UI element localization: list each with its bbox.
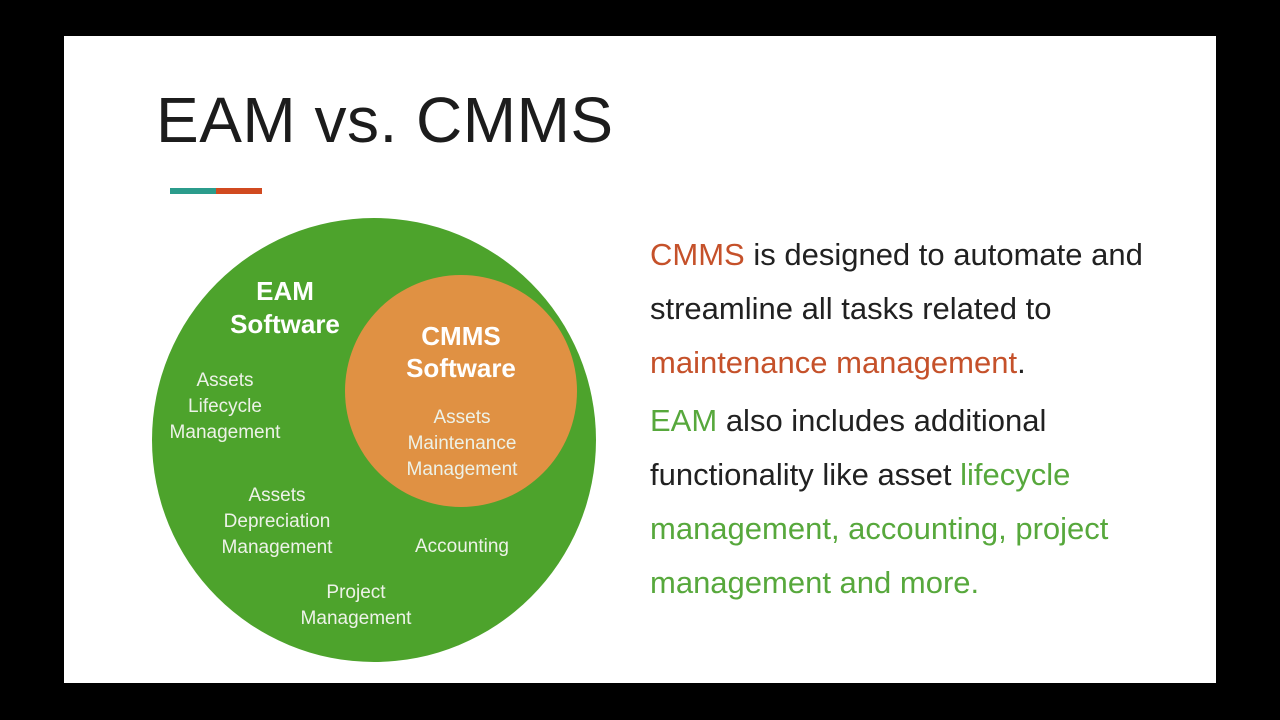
- description-text-block: CMMS is designed to automate and streaml…: [650, 228, 1202, 610]
- cmms-software-circle: [345, 275, 577, 507]
- cmms-description-text: is designed to automate and streamline a…: [650, 237, 1143, 326]
- title-accent-bar: [170, 188, 262, 194]
- presentation-slide: EAM vs. CMMS EAM Software CMMS Software …: [64, 36, 1216, 683]
- cmms-item-assets-maintenance-management: Assets Maintenance Management: [406, 407, 518, 480]
- accent-bar-teal-segment: [170, 188, 216, 194]
- eam-item-assets-lifecycle-management: Assets Lifecycle Management: [169, 370, 281, 443]
- page-title: EAM vs. CMMS: [156, 84, 614, 156]
- eam-item-project-management: Project Management: [300, 582, 412, 629]
- cmms-circle-label: CMMS Software: [406, 321, 516, 383]
- eam-circle-label: EAM Software: [230, 276, 340, 339]
- eam-keyword: EAM: [650, 403, 718, 438]
- eam-item-accounting: Accounting: [414, 536, 509, 557]
- sentence-period: .: [1017, 345, 1026, 380]
- maintenance-management-keyword: maintenance management: [650, 345, 1018, 380]
- cmms-description-paragraph: CMMS is designed to automate and streaml…: [650, 228, 1202, 390]
- eam-item-assets-depreciation-management: Assets Depreciation Management: [221, 485, 333, 558]
- eam-features-keyword: lifecycle management, accounting, projec…: [650, 457, 1109, 600]
- cmms-keyword: CMMS: [650, 237, 745, 272]
- eam-description-text: also includes additional functionality l…: [650, 403, 1047, 492]
- accent-bar-orange-segment: [216, 188, 262, 194]
- eam-description-paragraph: EAM also includes additional functionali…: [650, 394, 1202, 610]
